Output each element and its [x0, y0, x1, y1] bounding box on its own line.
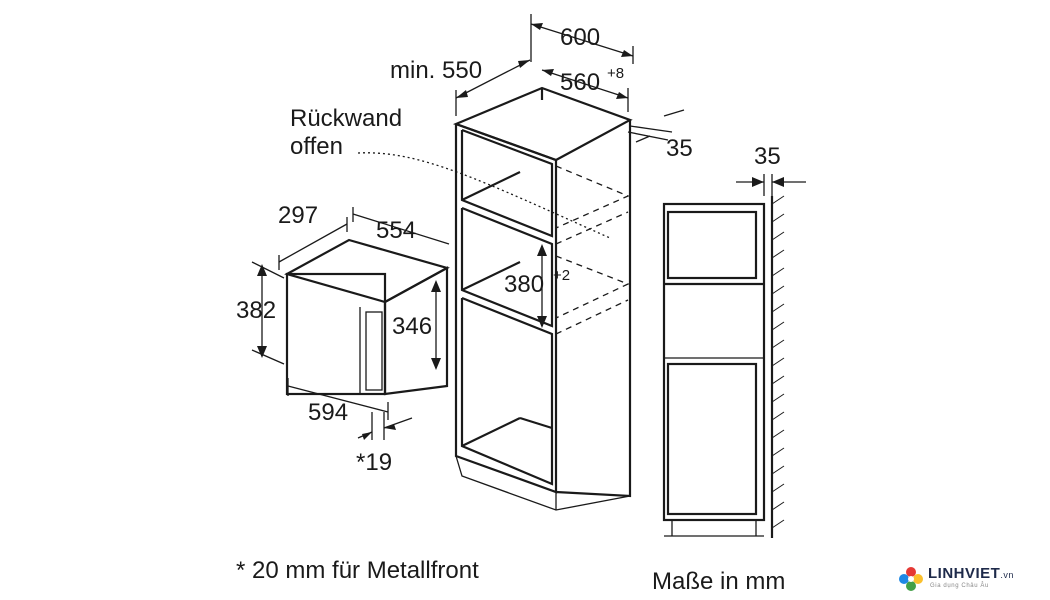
flower-logo-icon: [899, 567, 923, 591]
dim-microwave-front-offset: *19: [356, 449, 392, 476]
side-view-drawing: [662, 174, 806, 538]
dim-cabinet-niche-height: 380: [504, 271, 544, 298]
dim-cabinet-min-depth: min. 550: [390, 57, 482, 84]
dim-microwave-outer-height: 382: [236, 297, 276, 324]
dim-cabinet-outer-width: 600: [560, 24, 600, 51]
dim-cabinet-side-gap: 35: [666, 135, 693, 162]
dim-microwave-inner-height: 346: [392, 313, 432, 340]
cabinet-drawing: [357, 14, 685, 511]
linhviet-logo: LINHVIET.vn Gia dụng Châu Âu: [896, 560, 1046, 600]
dim-microwave-front-width: 594: [308, 399, 348, 426]
logo-brand-tld: .vn: [1000, 570, 1014, 580]
units-note: Maße in mm: [652, 568, 785, 595]
dim-side-wall-gap: 35: [754, 143, 781, 170]
dim-cabinet-inner-width-value: 560: [560, 69, 600, 96]
logo-brand-name: LINHVIET: [928, 565, 1001, 582]
dim-cabinet-inner-width: 560: [560, 69, 600, 96]
label-rear-wall-line1: Rückwand: [290, 105, 402, 132]
logo-brand: LINHVIET.vn: [928, 565, 1014, 582]
dim-cabinet-inner-width-tolerance: +8: [607, 65, 624, 82]
wall-hatching: [771, 195, 785, 529]
dim-microwave-top-width: 554: [376, 217, 416, 244]
footnote-metal-front: * 20 mm für Metallfront: [236, 557, 479, 584]
logo-tagline: Gia dụng Châu Âu: [930, 583, 989, 589]
label-rear-wall-line2: offen: [290, 133, 343, 160]
microwave-drawing: [251, 207, 450, 440]
dim-cabinet-niche-height-tolerance: +2: [553, 267, 570, 284]
dim-microwave-depth: 297: [278, 202, 318, 229]
